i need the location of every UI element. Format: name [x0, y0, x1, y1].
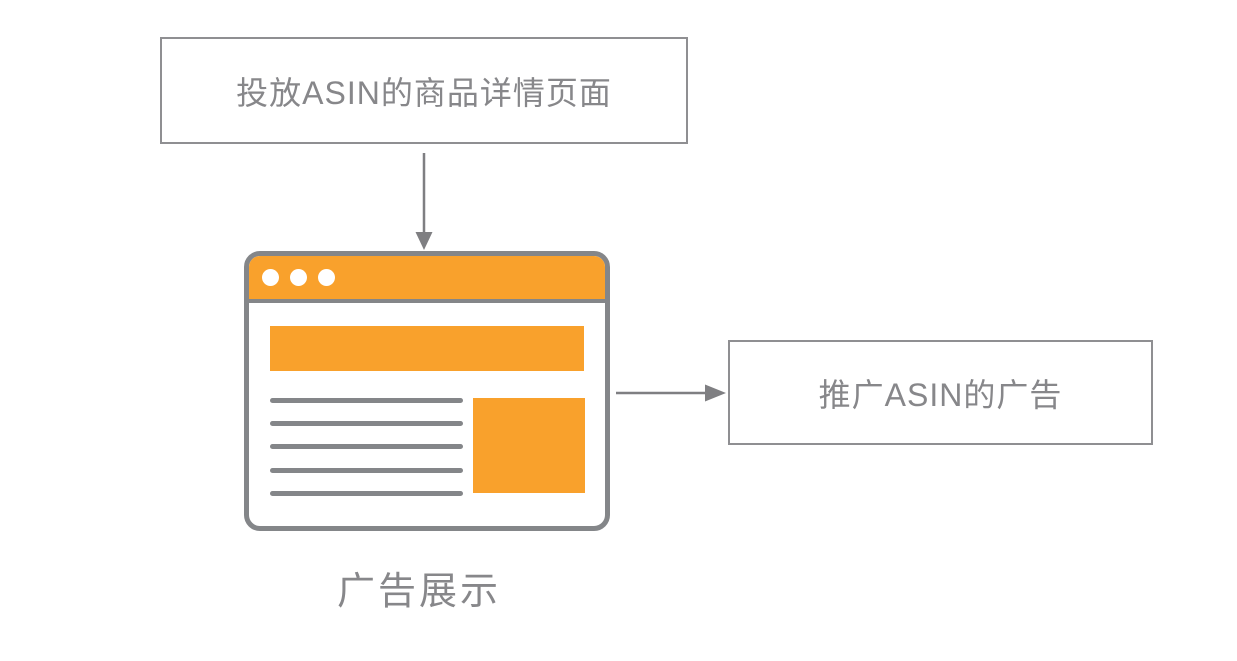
- flow-arrow-right-icon: [616, 384, 726, 402]
- target-box: 推广ASIN的广告: [728, 340, 1153, 445]
- source-box-label: 投放ASIN的商品详情页面: [236, 74, 612, 111]
- browser-content: [249, 303, 605, 526]
- text-line: [270, 468, 463, 473]
- text-line: [270, 398, 463, 403]
- browser-window-icon: [244, 251, 610, 531]
- target-box-label: 推广ASIN的广告: [818, 376, 1063, 413]
- source-box: 投放ASIN的商品详情页面: [160, 37, 688, 144]
- flow-arrow-down-icon: [415, 153, 433, 250]
- browser-dot-icon: [262, 269, 279, 286]
- text-line: [270, 491, 463, 496]
- browser-dot-icon: [318, 269, 335, 286]
- ad-placement-block: [473, 398, 585, 493]
- browser-dot-icon: [290, 269, 307, 286]
- text-line: [270, 444, 463, 449]
- browser-caption: 广告展示: [336, 571, 501, 613]
- browser-titlebar: [249, 256, 605, 303]
- text-line: [270, 421, 463, 426]
- hero-banner-block: [270, 326, 584, 371]
